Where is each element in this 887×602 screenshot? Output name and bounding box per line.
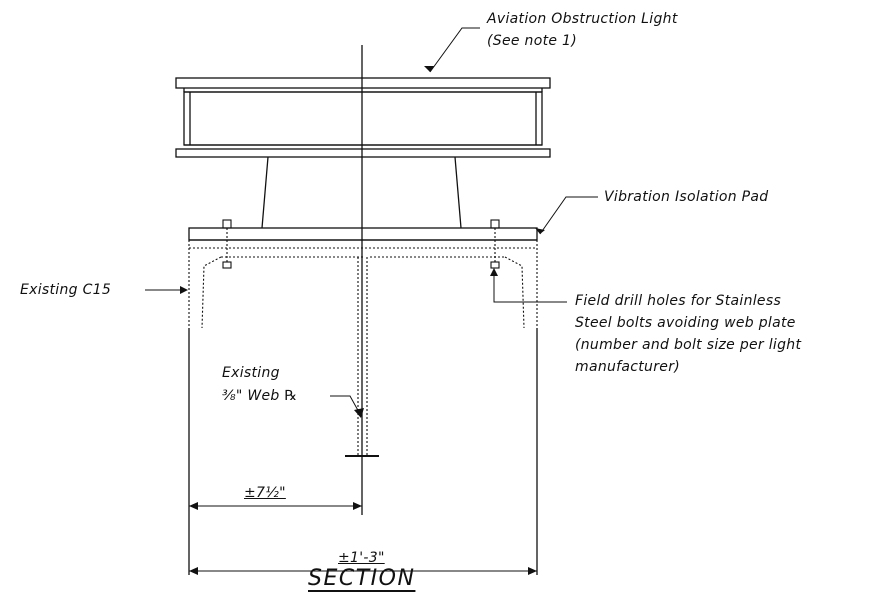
- light-bottom-flange: [175, 148, 551, 158]
- label-drill-line4: manufacturer): [575, 359, 681, 375]
- leader-web: [330, 395, 361, 415]
- dimension-full-width: ±1'-3": [338, 550, 385, 566]
- leader-light: [429, 27, 480, 73]
- isolation-pad: [188, 227, 538, 241]
- label-channel: Existing C15: [20, 282, 112, 298]
- section-title: SECTION: [308, 566, 416, 591]
- leader-pad: [539, 196, 598, 235]
- label-drill-line2: Steel bolts avoiding web plate: [575, 315, 796, 331]
- label-web-line1: Existing: [222, 365, 280, 381]
- light-top-cap: [175, 77, 551, 89]
- light-body: [183, 91, 543, 146]
- light-leg-right: [454, 156, 462, 229]
- dimension-half-width: ±7½": [244, 485, 286, 501]
- label-drill-line1: Field drill holes for Stainless: [575, 293, 782, 309]
- label-drill-line3: (number and bolt size per light: [575, 337, 802, 353]
- label-light-line1: Aviation Obstruction Light: [487, 11, 678, 27]
- label-web-line2: ⅜" Web ℞: [222, 388, 298, 404]
- label-light-line2: (See note 1): [487, 33, 577, 49]
- leader-drill: [493, 270, 567, 303]
- label-pad: Vibration Isolation Pad: [604, 189, 769, 205]
- light-leg-left: [261, 156, 269, 229]
